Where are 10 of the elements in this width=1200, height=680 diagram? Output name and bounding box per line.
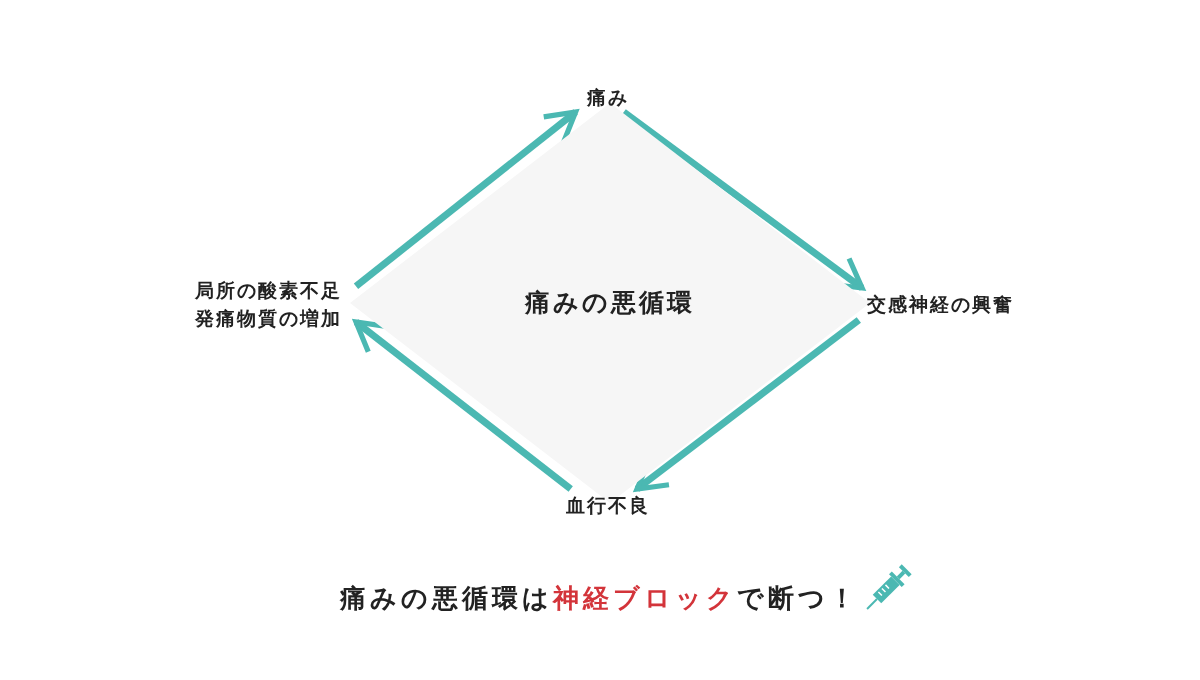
arrow [621,109,865,291]
node-label: 局所の酸素不足発痛物質の増加 [193,278,343,331]
caption: 痛みの悪循環は神経ブロックで断つ！ [340,582,859,615]
node-label: 交感神経の興奮 [866,292,1014,317]
arrow [634,317,861,492]
cycle-title: 痛みの悪循環 [525,289,695,317]
node-label: 痛み [587,85,629,110]
arrow [353,109,579,290]
arrow [353,319,573,492]
node-label: 血行不良 [566,493,650,518]
